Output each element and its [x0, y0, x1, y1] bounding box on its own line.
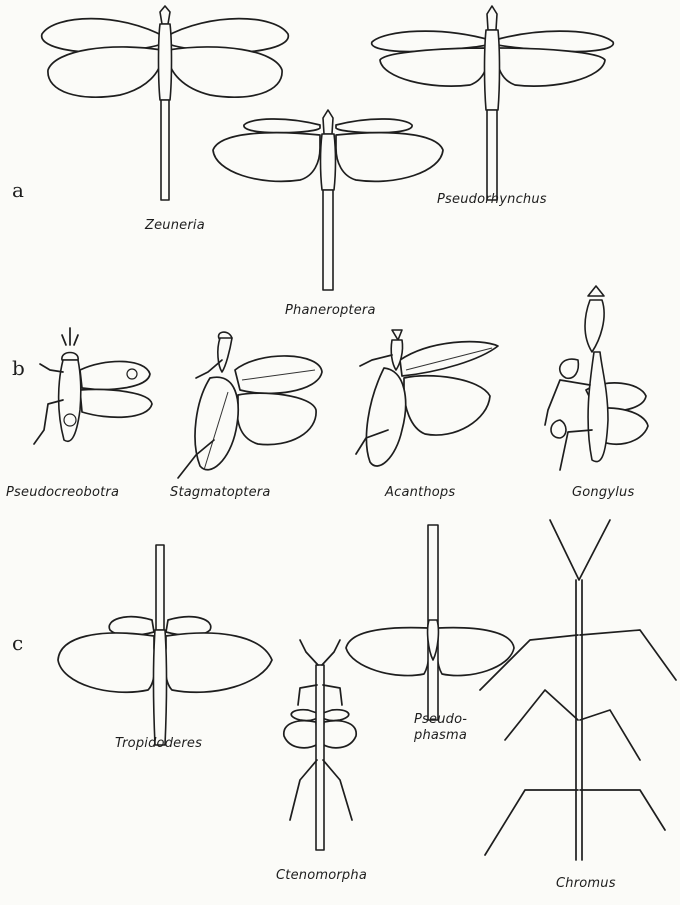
chromus-drawing [480, 520, 676, 860]
label-acanthops: Acanthops [385, 485, 455, 500]
label-pseudophasma-line1: Pseudo- [414, 712, 467, 727]
label-gongylus: Gongylus [572, 485, 634, 500]
label-pseudocreobotra: Pseudocreobotra [6, 485, 119, 500]
gongylus-drawing [545, 286, 648, 470]
panel-marker-c: c [12, 631, 23, 655]
label-tropidoderes: Tropidoderes [115, 736, 202, 751]
label-stagmatoptera: Stagmatoptera [170, 485, 271, 500]
phaneroptera-drawing [213, 110, 443, 290]
panel-marker-a: a [12, 178, 24, 202]
label-pseudophasma-line2: phasma [414, 728, 467, 743]
label-zeuneria: Zeuneria [145, 218, 205, 233]
label-ctenomorpha: Ctenomorpha [276, 868, 367, 883]
label-phaneroptera: Phaneroptera [285, 303, 376, 318]
pseudocreobotra-drawing [34, 328, 152, 444]
pseudophasma-drawing [346, 525, 514, 720]
panel-marker-b: b [12, 356, 25, 380]
ctenomorpha-drawing [284, 640, 356, 850]
tropidoderes-drawing [58, 545, 272, 745]
label-chromus: Chromus [556, 876, 616, 891]
stagmatoptera-drawing [178, 332, 322, 478]
acanthops-drawing [356, 330, 498, 466]
label-pseudorhynchus: Pseudorhynchus [437, 192, 547, 207]
